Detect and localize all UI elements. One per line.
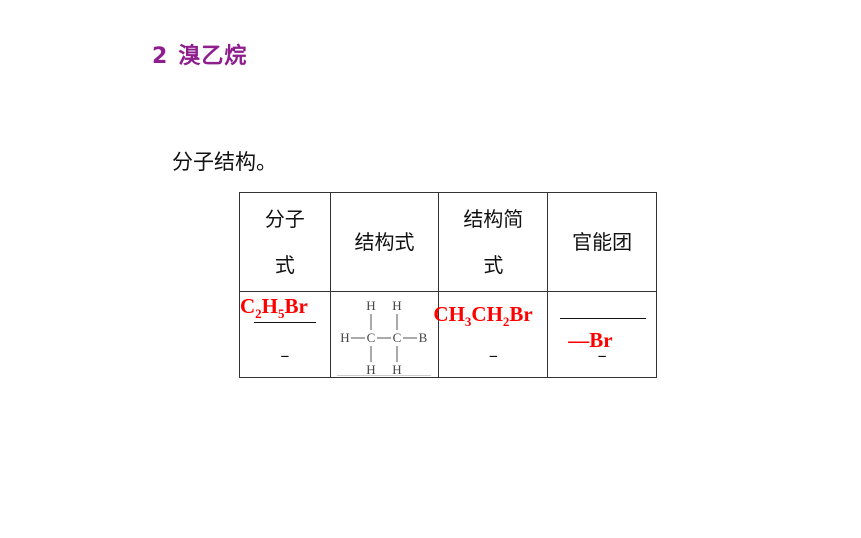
blank-dash: – — [280, 345, 290, 366]
table-row: C2H5Br – H H H C C B H H — [239, 291, 657, 378]
atom-h-top-2: H — [392, 298, 401, 313]
blank-dash: – — [488, 345, 498, 366]
answer-functional-group: —Br — [568, 328, 613, 352]
atom-h-top-1: H — [366, 298, 375, 313]
answer-molecular-formula: C2H5Br — [240, 294, 308, 322]
header-molecular-formula-line2: 式 — [274, 253, 295, 277]
atom-c-1: C — [366, 330, 375, 345]
atom-h: H — [261, 294, 279, 318]
atom-h-bottom-1: H — [366, 362, 375, 376]
header-condensed-formula: 结构简 式 — [438, 192, 549, 292]
header-condensed-formula-line2: 式 — [483, 253, 504, 277]
atom-h-bottom-2: H — [392, 362, 401, 376]
section-title: 2 溴乙烷 — [152, 38, 247, 70]
atom-h-left: H — [340, 330, 349, 345]
structure-table: 分子 式 结构式 结构简 式 官能团 C2H5Br – H H H C C B — [239, 192, 657, 378]
blank-dash: – — [597, 345, 607, 366]
atom-c-2: C — [392, 330, 401, 345]
header-molecular-formula: 分子 式 — [239, 192, 331, 292]
cell-condensed-formula: CH3CH2Br – — [433, 291, 549, 378]
answer-blank-line — [560, 318, 647, 319]
cell-functional-group: —Br – — [547, 291, 657, 378]
header-molecular-formula-line1: 分子 — [264, 207, 305, 231]
subscript-2: 2 — [502, 314, 510, 330]
section-heading: 溴乙烷 — [178, 44, 248, 69]
answer-condensed-formula: CH3CH2Br — [433, 302, 532, 330]
atom-br: Br — [509, 302, 533, 326]
intro-text: 分子结构。 — [172, 150, 277, 174]
header-structural-formula: 结构式 — [329, 192, 440, 292]
header-functional-group: 官能团 — [547, 192, 657, 292]
subscript-5: 5 — [278, 306, 285, 322]
subscript-2: 2 — [255, 306, 262, 322]
group-ch: CH — [471, 302, 503, 326]
section-number: 2 — [152, 44, 169, 69]
cell-structural-formula: H H H C C B H H — [329, 291, 440, 378]
atom-c: C — [240, 294, 256, 318]
header-condensed-formula-line1: 结构简 — [463, 207, 524, 231]
structural-formula-diagram: H H H C C B H H — [336, 298, 431, 376]
answer-blank-line — [254, 322, 316, 323]
subscript-3: 3 — [464, 314, 472, 330]
group-ch: CH — [433, 302, 465, 326]
cell-molecular-formula: C2H5Br – — [239, 291, 331, 378]
table-header-row: 分子 式 结构式 结构简 式 官能团 — [239, 192, 657, 292]
atom-b-right: B — [418, 330, 427, 345]
atom-br: Br — [284, 294, 308, 318]
